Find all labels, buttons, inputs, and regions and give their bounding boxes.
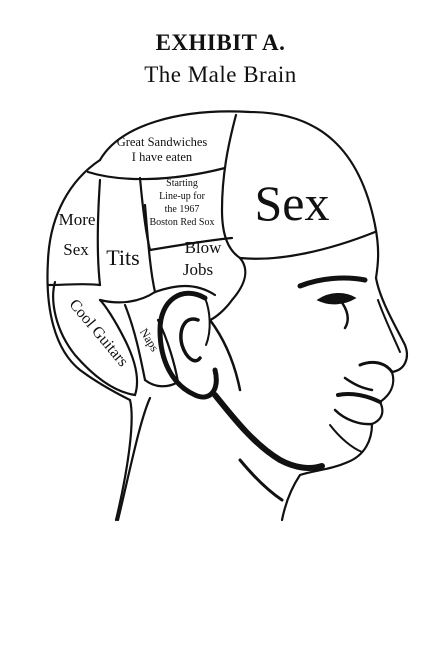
region-dividers [46,113,377,397]
region-labels: Great Sandwiches I have eaten Starting L… [59,135,330,370]
label-blow-jobs-2: Jobs [183,260,213,279]
label-more-sex-1: More [59,210,96,229]
exhibit-title: EXHIBIT A. [155,30,286,55]
face-features [208,275,401,502]
label-blow-jobs-1: Blow [185,238,223,257]
label-starting-4: Boston Red Sox [149,217,214,228]
exhibit-subtitle: The Male Brain [144,62,297,87]
label-tits: Tits [106,245,139,270]
mouth [336,391,382,404]
eyebrow [297,275,368,289]
label-starting-2: Line-up for [159,191,205,202]
neck-shadow [212,392,325,471]
label-starting-3: the 1967 [165,204,200,215]
skull-back-outline [46,158,133,522]
label-sex: Sex [255,175,330,231]
nose-shading [377,299,401,353]
label-starting-1: Starting [166,178,198,189]
head-outline [98,110,409,522]
label-more-sex-2: Sex [63,240,89,259]
label-great-sandwiches-2: I have eaten [132,150,193,164]
label-great-sandwiches-1: Great Sandwiches [117,135,208,149]
eye [316,293,357,305]
